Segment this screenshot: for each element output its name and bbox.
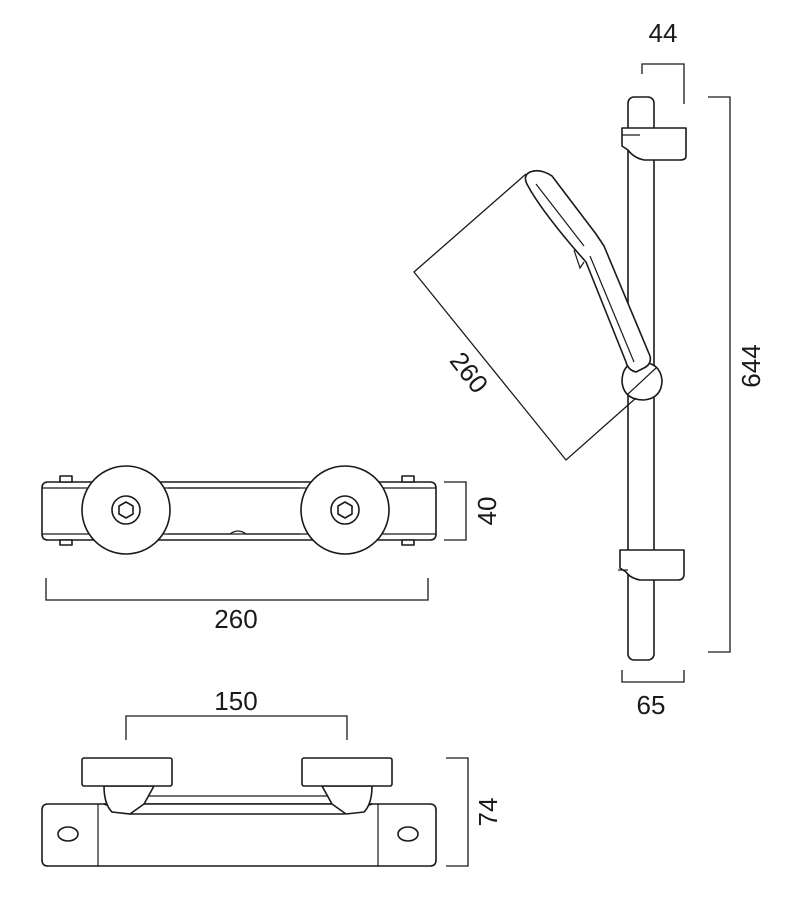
dim-260-diagonal-label: 260: [444, 346, 494, 399]
left-knob-top: [81, 757, 173, 787]
dim-260-bracket: [45, 578, 429, 601]
front-channel: [168, 487, 300, 535]
hand-shower-face-line: [535, 183, 585, 247]
dim-65-bracket: [621, 670, 685, 683]
dim-65-label: 65: [637, 690, 666, 720]
front-tab: [59, 475, 73, 483]
rail-top-bracket: [621, 127, 687, 161]
dim-40-label: 40: [472, 497, 502, 526]
left-inlet-hex: [118, 501, 134, 519]
dim-150-label: 150: [214, 686, 257, 716]
thermostat-top-view: 150 74: [41, 686, 503, 867]
top-bridge: [103, 803, 373, 815]
dim-644-label: 644: [736, 344, 766, 387]
dim-260-diagonal-bracket: [413, 173, 637, 461]
dim-74-label: 74: [473, 798, 503, 827]
right-connector: [321, 785, 373, 815]
right-inlet-hex: [337, 501, 353, 519]
front-tab: [401, 475, 415, 483]
left-connector: [103, 785, 155, 815]
dim-74-bracket: [446, 757, 469, 867]
right-knob-top: [301, 757, 393, 787]
hand-shower: [524, 169, 652, 373]
thermostat-front-view: 40 260: [41, 465, 502, 634]
front-tab: [401, 539, 415, 546]
dim-644-bracket: [708, 96, 731, 653]
hand-shower-button: [573, 249, 585, 270]
hand-shower-handle-line: [589, 255, 635, 363]
right-end-hole: [397, 826, 419, 842]
dim-44-bracket: [641, 63, 685, 104]
front-tab: [59, 539, 73, 546]
dim-260-label: 260: [214, 604, 257, 634]
top-body: [41, 803, 437, 867]
slider-detail: [627, 367, 657, 395]
dim-40-bracket: [444, 481, 467, 541]
left-end-hole: [57, 826, 79, 842]
shower-rail-view: 44 644 65 260: [413, 18, 766, 720]
rail-bottom-bracket: [619, 549, 685, 581]
dim-44-label: 44: [649, 18, 678, 48]
dim-150-bracket: [125, 715, 348, 740]
